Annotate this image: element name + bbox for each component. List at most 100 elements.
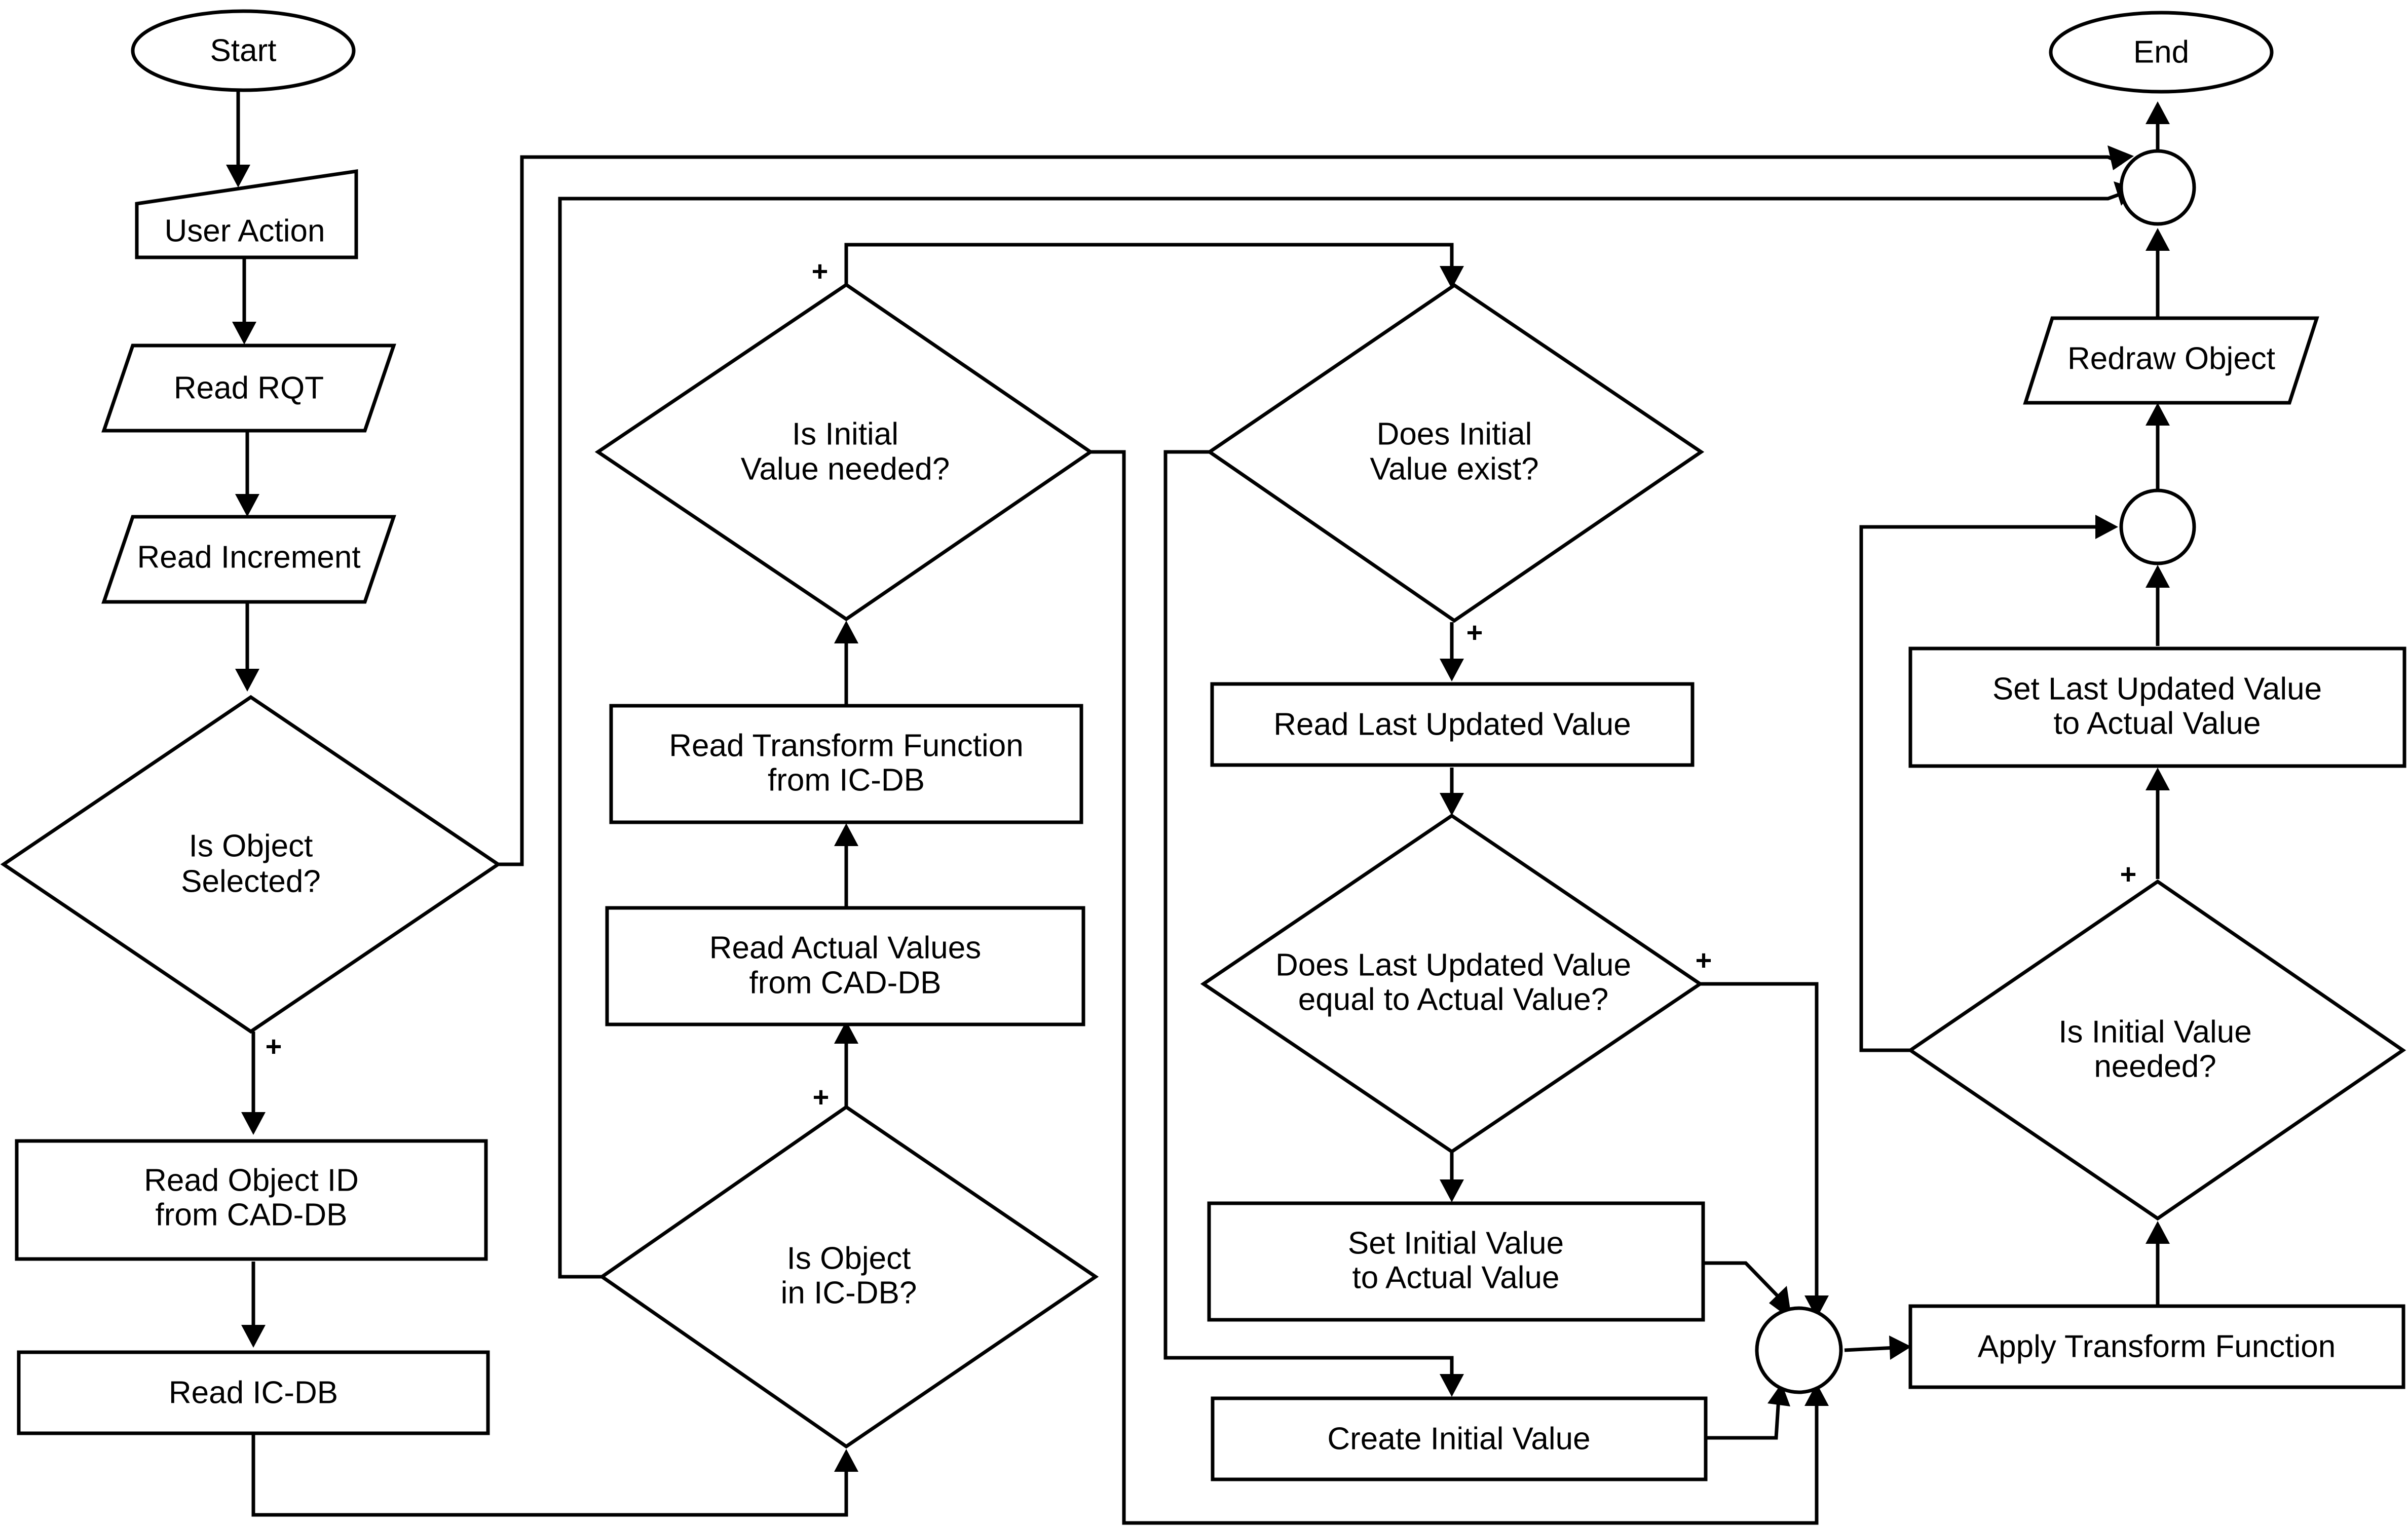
does-last-updated-equal-label-1: Does Last Updated Value	[1275, 948, 1631, 983]
user-action-node: User Action	[135, 169, 358, 259]
is-object-in-ic-db-label-1: Is Object	[787, 1241, 911, 1276]
arrowhead	[2146, 768, 2170, 790]
does-initial-value-exist-label-2: Value exist?	[1370, 452, 1538, 487]
read-object-id-node: Read Object ID from CAD-DB	[15, 1139, 488, 1261]
read-transform-function-label-2: from IC-DB	[768, 763, 925, 798]
end-terminator: End	[2049, 11, 2274, 94]
edge-does-equal-yes-to-merge	[1700, 982, 1819, 1297]
read-ic-db-label: Read IC-DB	[169, 1376, 338, 1410]
set-last-updated-value-label-1: Set Last Updated Value	[1992, 672, 2322, 707]
is-initial-value-needed-1-label-1: Is Initial	[792, 417, 898, 452]
arrowhead	[2095, 515, 2118, 539]
arrowhead	[2146, 565, 2170, 588]
arrowhead	[2108, 145, 2134, 170]
arrowhead	[235, 669, 259, 692]
read-actual-values-label-2: from CAD-DB	[749, 966, 942, 1001]
edge-group	[226, 88, 2170, 1525]
read-transform-function-label-1: Read Transform Function	[669, 729, 1024, 764]
arrowhead	[2146, 228, 2170, 251]
edge-in-ic-db-no-to-end-merge	[558, 191, 2124, 1279]
end-label: End	[2133, 35, 2189, 70]
read-actual-values-node: Read Actual Values from CAD-DB	[605, 906, 1085, 1026]
read-ic-db-node: Read IC-DB	[17, 1350, 490, 1435]
arrowhead	[1804, 1383, 1829, 1406]
edge-initial-needed-2-no-to-merge	[1859, 525, 2098, 1052]
is-object-in-ic-db-decision: Is Object in IC-DB?	[598, 1104, 1099, 1449]
arrowhead	[1889, 1336, 1911, 1360]
edge-does-exist-no-to-create-initial	[1163, 450, 1454, 1378]
create-initial-value-node: Create Initial Value	[1211, 1396, 1708, 1481]
plus-label-is-initial-value-needed-2: +	[2120, 858, 2137, 890]
read-last-updated-value-label: Read Last Updated Value	[1273, 707, 1631, 742]
read-increment-label: Read Increment	[137, 540, 360, 575]
plus-label-is-initial-value-needed-1: +	[812, 255, 829, 287]
is-initial-value-needed-decision-1: Is Initial Value needed?	[594, 282, 1094, 622]
plus-label-is-object-selected: +	[266, 1031, 282, 1062]
read-rqt-node: Read RQT	[101, 344, 396, 433]
nodes: Start End User Action Read RQT Read Incr…	[0, 9, 2406, 1481]
arrowhead	[1767, 1383, 1790, 1406]
arrowhead	[2146, 1221, 2170, 1244]
arrowhead	[1804, 1295, 1829, 1318]
is-object-selected-label-1: Is Object	[189, 829, 313, 864]
read-transform-function-node: Read Transform Function from IC-DB	[609, 704, 1083, 824]
user-action-label: User Action	[164, 214, 325, 249]
arrowhead	[241, 1325, 266, 1348]
edge-read-ic-db-to-is-object-in-ic-db	[251, 1434, 848, 1517]
arrowhead	[1440, 1374, 1464, 1397]
start-label: Start	[210, 33, 277, 68]
arrowhead	[1440, 266, 1464, 289]
is-object-selected-label-2: Selected?	[181, 864, 321, 899]
merge-connector-middle	[2119, 488, 2196, 565]
merge-connector-bottom	[1755, 1306, 1843, 1394]
plus-label-does-last-updated-equal: +	[1696, 944, 1712, 976]
is-initial-value-needed-2-label-1: Is Initial Value	[2058, 1015, 2251, 1050]
edge-merge-to-apply-transform	[1844, 1346, 1896, 1352]
set-last-updated-value-label-2: to Actual Value	[2053, 706, 2261, 741]
does-initial-value-exist-decision: Does Initial Value exist?	[1206, 283, 1705, 623]
plus-label-does-initial-value-exist: +	[1466, 617, 1483, 648]
read-increment-node: Read Increment	[101, 515, 396, 604]
read-last-updated-value-node: Read Last Updated Value	[1210, 682, 1695, 767]
create-initial-value-label: Create Initial Value	[1327, 1422, 1590, 1457]
arrowhead	[2146, 403, 2170, 426]
read-rqt-label: Read RQT	[174, 371, 324, 406]
apply-transform-function-label: Apply Transform Function	[1978, 1329, 2336, 1364]
arrowhead	[1440, 793, 1464, 816]
set-last-updated-value-node: Set Last Updated Value to Actual Value	[1908, 646, 2406, 768]
arrowhead	[834, 823, 858, 846]
set-initial-value-label-2: to Actual Value	[1352, 1261, 1559, 1295]
apply-transform-function-node: Apply Transform Function	[1908, 1304, 2405, 1389]
does-last-updated-equal-label-2: equal to Actual Value?	[1298, 982, 1608, 1017]
arrowhead	[241, 1112, 266, 1135]
read-object-id-label-2: from CAD-DB	[156, 1198, 348, 1233]
arrowhead	[226, 165, 250, 187]
arrowhead	[2146, 101, 2170, 124]
read-actual-values-label-1: Read Actual Values	[709, 931, 982, 966]
arrowhead	[834, 1021, 858, 1044]
is-initial-value-needed-2-label-2: needed?	[2094, 1049, 2216, 1084]
merge-connector-top	[2119, 149, 2196, 226]
does-initial-value-exist-label-1: Does Initial	[1377, 417, 1532, 452]
edge-initial-needed-1-yes-to-does-exist	[844, 243, 1454, 284]
redraw-object-label: Redraw Object	[2067, 341, 2275, 376]
arrowhead	[834, 1449, 858, 1472]
is-initial-value-needed-decision-2: Is Initial Value needed?	[1907, 879, 2406, 1221]
plus-label-is-object-in-ic-db: +	[813, 1081, 830, 1113]
set-initial-value-node: Set Initial Value to Actual Value	[1207, 1201, 1705, 1322]
is-object-selected-decision: Is Object Selected?	[0, 695, 502, 1034]
branch-labels: + + + + + +	[266, 255, 2137, 1113]
edge-initial-needed-1-no-to-merge	[1090, 450, 1819, 1525]
start-terminator: Start	[131, 9, 356, 92]
is-object-in-ic-db-label-2: in IC-DB?	[781, 1276, 917, 1311]
arrowhead	[235, 494, 259, 517]
arrowhead	[834, 621, 858, 643]
edge-create-initial-to-merge	[1706, 1398, 1781, 1440]
set-initial-value-label-1: Set Initial Value	[1348, 1226, 1564, 1261]
redraw-object-node: Redraw Object	[2023, 316, 2319, 405]
edge-set-initial-to-merge	[1704, 1261, 1780, 1299]
does-last-updated-equal-decision: Does Last Updated Value equal to Actual …	[1200, 813, 1704, 1154]
is-initial-value-needed-1-label-2: Value needed?	[741, 452, 950, 487]
arrowhead	[232, 322, 256, 345]
